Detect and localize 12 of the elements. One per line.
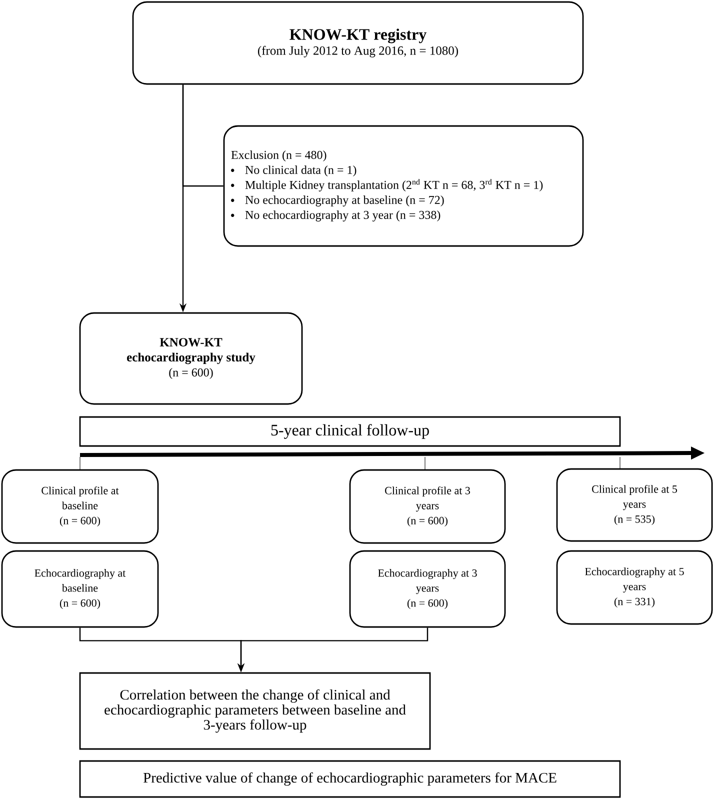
exclusion-box: Exclusion (n = 480) No clinical data (n = 1) Multiple Kidney transplantation (2$^{nd}$ KT n = 68, 3$^{rd}$ KT n = 1) No echocardiography at baseline (n = 72) No echocardiography at 3 year (n = 338) xyxy=(223,125,584,247)
timepoint-box: Clinical profile at 3 years (n = 600) xyxy=(349,469,506,544)
follow-up-band: 5-year clinical follow-up xyxy=(79,416,621,447)
analysis-box: Correlation between the change of clinical and echocardiographic parameters between baseline and 3-years follow-up xyxy=(79,672,431,750)
timepoint-box: Clinical profile at 5 years (n = 535) xyxy=(556,468,713,542)
timepoint-box: Clinical profile at baseline (n = 600) xyxy=(1,469,159,544)
timepoint-box: Echocardiography at baseline (n = 600) xyxy=(1,550,159,628)
timepoint-box: Echocardiography at 3 years (n = 600) xyxy=(349,550,506,628)
study-box: KNOW-KT echocardiography study (n = 600) xyxy=(79,312,303,405)
analysis-box: Predictive value of change of echocardiographic parameters for MACE xyxy=(79,760,621,798)
timepoint-box: Echocardiography at 5 years (n = 331) xyxy=(556,550,713,625)
registry-box: KNOW-KT registry (from July 2012 to Aug 2016, n = 1080) xyxy=(132,1,584,85)
